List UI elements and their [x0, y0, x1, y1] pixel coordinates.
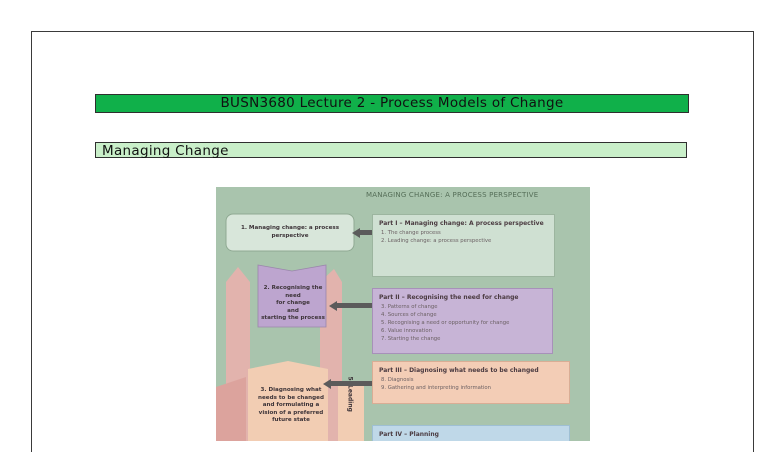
part4-box: Part IV – Planning [372, 425, 570, 441]
stage3-line: 3. Diagnosing what [260, 387, 322, 393]
part2-item: 6. Value innovation [381, 328, 432, 334]
stage3-line: and formulating a [262, 402, 320, 408]
part1-item: 1. The change process [381, 230, 441, 236]
leading-strip [338, 383, 364, 441]
stage3-line: needs to be changed [258, 394, 324, 401]
process-diagram-figure: MANAGING CHANGE: A PROCESS PERSPECTIVE 1… [216, 187, 590, 441]
part2-item: 5. Recognising a need or opportunity for… [381, 320, 510, 326]
arrow-part1-head [352, 228, 360, 238]
part3-item: 9. Gathering and interpreting informatio… [381, 385, 492, 391]
stage1-label: 1. Managing change: a process perspectiv… [240, 225, 340, 239]
figure-title: MANAGING CHANGE: A PROCESS PERSPECTIVE [366, 191, 539, 199]
part1-title: Part I – Managing change: A process pers… [379, 220, 544, 227]
part2-box: Part II – Recognising the need for chang… [372, 288, 553, 354]
stage2-line: need [285, 292, 301, 299]
section-heading: Managing Change [95, 142, 687, 159]
part4-title: Part IV – Planning [379, 431, 439, 438]
stage2-line: and [287, 307, 299, 314]
stage3-line: future state [272, 417, 310, 423]
stage2-line: starting the process [261, 315, 325, 321]
pink-block [216, 377, 246, 441]
part3-box: Part III – Diagnosing what needs to be c… [372, 361, 570, 404]
stage2-line: for change [276, 300, 310, 306]
part3-title: Part III – Diagnosing what needs to be c… [379, 367, 539, 374]
stage3-label: 3. Diagnosing what needs to be changed a… [250, 387, 332, 425]
part2-item: 4. Sources of change [381, 312, 437, 318]
stage3-line: vision of a preferred [258, 409, 324, 416]
stage2-label: 2. Recognising the need for change and s… [260, 285, 326, 323]
part1-box: Part I – Managing change: A process pers… [372, 214, 555, 277]
part3-item: 8. Diagnosis [381, 377, 414, 383]
stage3-box [248, 361, 328, 441]
arrow-part3-head [323, 379, 331, 389]
part2-item: 7. Starting the change [381, 336, 441, 342]
arrow-part3 [330, 381, 372, 386]
stage2-line: 2. Recognising the [263, 285, 323, 291]
lecture-title-banner: BUSN3680 Lecture 2 - Process Models of C… [95, 94, 689, 113]
diagram-shapes [216, 213, 364, 441]
part1-item: 2. Leading change: a process perspective [381, 238, 492, 244]
stage2-box [257, 264, 327, 328]
arrow-part2-head [329, 301, 337, 311]
arrow-part2 [336, 303, 372, 308]
arrow-part1 [358, 230, 372, 235]
part2-item: 3. Patterns of change [381, 304, 438, 310]
part2-title: Part II – Recognising the need for chang… [379, 294, 519, 301]
